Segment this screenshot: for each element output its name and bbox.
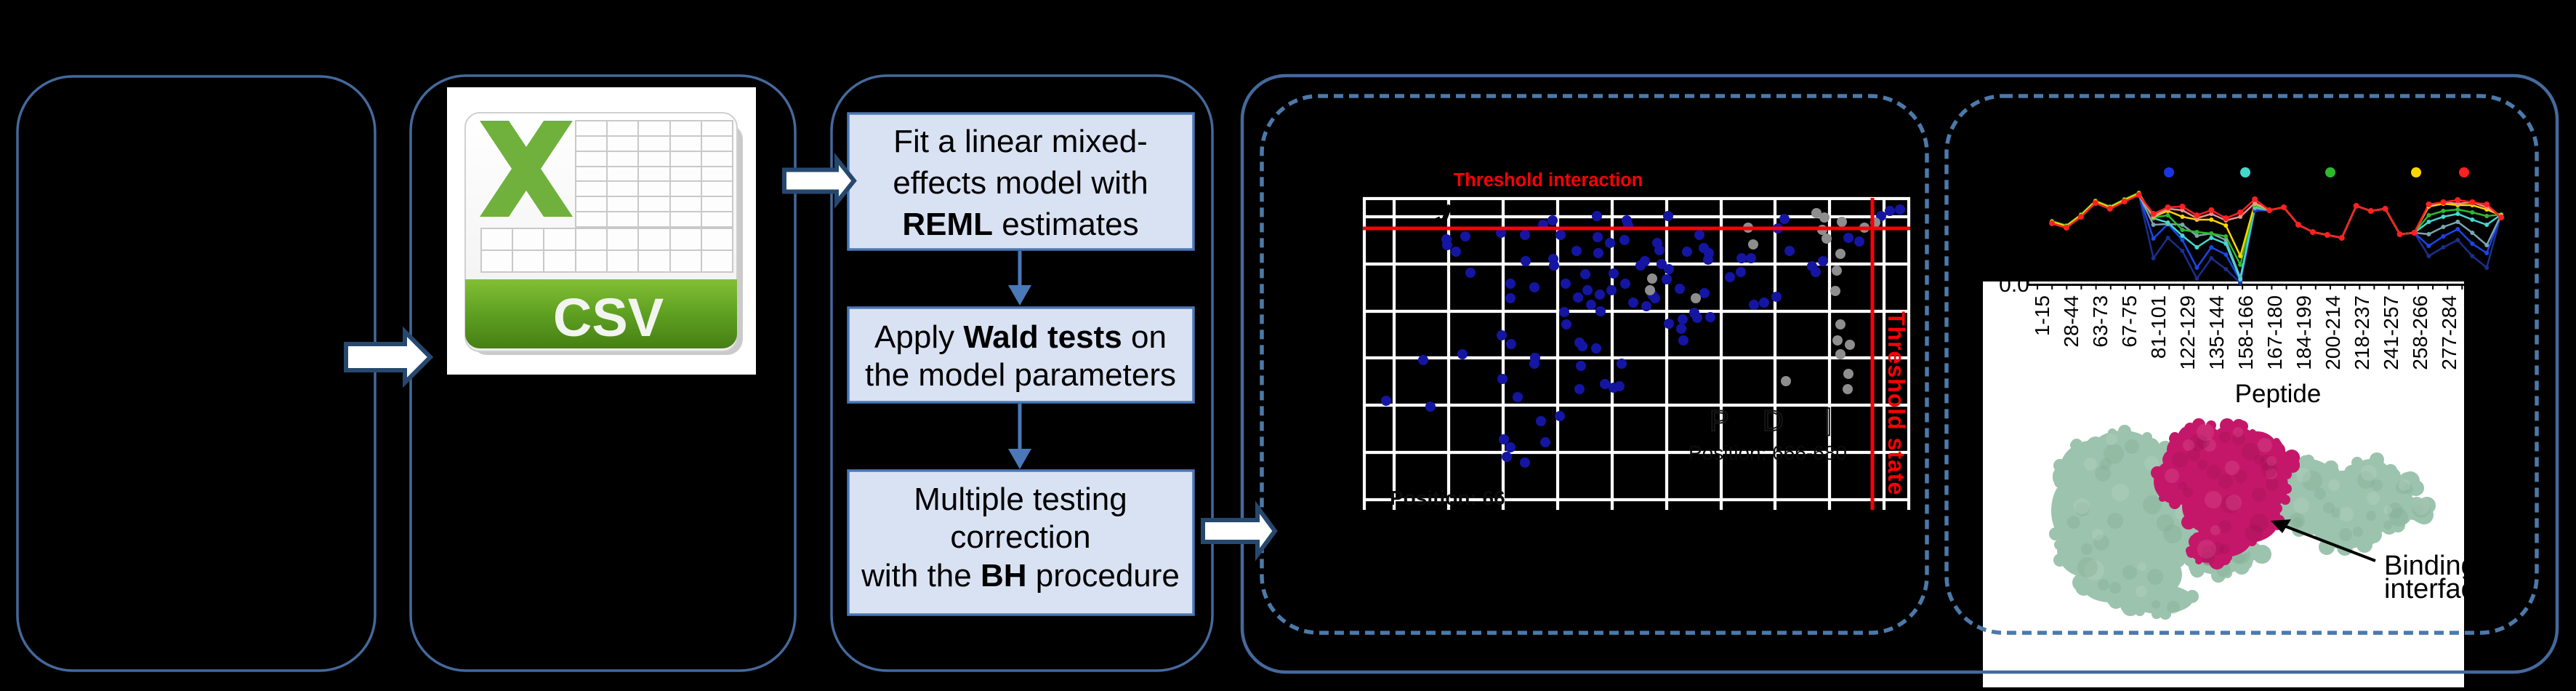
svg-text:200-214: 200-214 <box>2322 295 2344 370</box>
svg-text:258-266: 258-266 <box>2409 295 2431 370</box>
svg-text:158-166: 158-166 <box>2234 295 2257 370</box>
svg-text:Fit a linear mixed-: Fit a linear mixed- <box>893 124 1148 159</box>
svg-text:241-257: 241-257 <box>2380 295 2402 370</box>
svg-text:81-101: 81-101 <box>2147 295 2170 359</box>
svg-text:Position: 666-680: Position: 666-680 <box>1689 442 1847 464</box>
svg-text:Threshold state: Threshold state <box>1883 311 1909 495</box>
svg-text:CSV: CSV <box>553 287 664 348</box>
svg-text:Position: 66: Position: 66 <box>1390 487 1505 509</box>
svg-text:|: | <box>1824 404 1832 436</box>
svg-text:184-199: 184-199 <box>2293 295 2315 370</box>
svg-text:Apply Wald tests on: Apply Wald tests on <box>874 319 1167 355</box>
svg-text:277-284: 277-284 <box>2438 295 2460 370</box>
svg-text:1-15: 1-15 <box>2031 295 2053 336</box>
svg-text:Multiple testing: Multiple testing <box>914 482 1127 517</box>
svg-text:the model parameters: the model parameters <box>865 357 1176 393</box>
svg-text:with the BH procedure: with the BH procedure <box>861 558 1180 594</box>
svg-text:REML estimates: REML estimates <box>902 207 1138 242</box>
svg-text:correction: correction <box>950 519 1090 555</box>
svg-text:0.0: 0.0 <box>1999 273 2029 297</box>
svg-text:Peptide: Peptide <box>2235 380 2322 408</box>
svg-text:67-75: 67-75 <box>2118 295 2141 348</box>
svg-text:P: P <box>1710 405 1729 437</box>
svg-text:Threshold interaction: Threshold interaction <box>1454 170 1643 191</box>
svg-text:122-129: 122-129 <box>2176 295 2199 370</box>
svg-text:28-44: 28-44 <box>2060 295 2082 348</box>
svg-text:135-144: 135-144 <box>2205 295 2228 370</box>
svg-text:167-180: 167-180 <box>2263 295 2286 370</box>
svg-text:218-237: 218-237 <box>2351 295 2373 370</box>
svg-text:Binding: Binding <box>2384 551 2476 581</box>
svg-text:D: D <box>1763 405 1784 437</box>
svg-text:interface: interface <box>2384 574 2490 604</box>
svg-text:63-73: 63-73 <box>2089 295 2112 348</box>
svg-text:effects model with: effects model with <box>893 165 1148 201</box>
